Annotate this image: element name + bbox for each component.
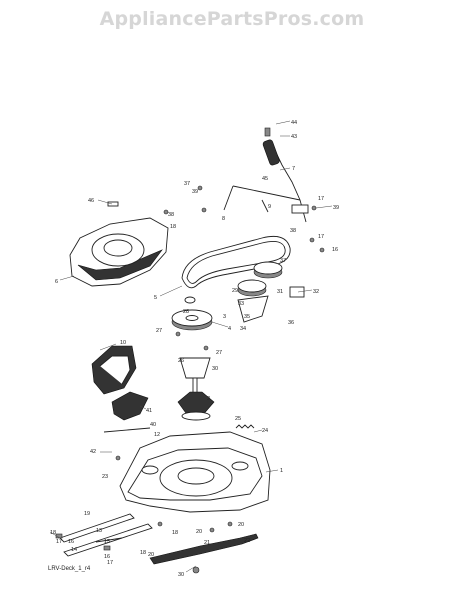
part-label-38-right: 38 (290, 228, 296, 234)
site-watermark: AppliancePartsPros.com (99, 8, 365, 30)
part-label-32: 32 (313, 289, 319, 295)
part-label-36: 36 (288, 320, 294, 326)
part-label-21: 21 (204, 540, 210, 546)
part-label-39-right: 39 (333, 205, 339, 211)
part-label-12: 12 (154, 432, 160, 438)
part-label-40: 40 (150, 422, 156, 428)
part-label-25: 25 (235, 416, 241, 422)
part-label-44: 44 (291, 120, 297, 126)
part-label-15: 15 (104, 539, 110, 545)
part-label-8: 8 (222, 216, 225, 222)
tension-spring (103, 424, 255, 433)
part-label-16-bottom: 16 (104, 554, 110, 560)
part-label-1: 1 (280, 468, 283, 474)
part-label-7: 7 (292, 166, 295, 172)
discharge-chute (91, 345, 149, 421)
idler-pulleys (237, 261, 305, 323)
part-label-17-left: 17 (56, 539, 62, 545)
part-label-31: 31 (277, 289, 283, 295)
part-label-37-right: 37 (280, 258, 286, 264)
leader-lines (49, 120, 333, 573)
part-label-43: 43 (291, 134, 297, 140)
part-label-17-right: 17 (318, 234, 324, 240)
part-label-18: 18 (170, 224, 176, 230)
part-label-9: 9 (268, 204, 271, 210)
part-label-28: 28 (183, 309, 189, 315)
part-label-6: 6 (55, 279, 58, 285)
part-label-24: 24 (262, 428, 268, 434)
mower-deck (119, 431, 271, 513)
part-label-33: 33 (238, 301, 244, 307)
part-number-labels: 44 43 7 37 39 45 46 38 8 18 9 17 39 38 1… (50, 120, 339, 578)
lift-handle-assembly (223, 127, 309, 223)
part-label-10: 10 (120, 340, 126, 346)
part-label-45: 45 (262, 176, 268, 182)
part-label-38: 38 (168, 212, 174, 218)
part-label-18-center: 18 (172, 530, 178, 536)
part-label-30: 30 (212, 366, 218, 372)
front-linkage (55, 513, 153, 557)
part-label-27-right: 27 (216, 350, 222, 356)
drive-belt (181, 235, 291, 289)
diagram-caption: LRV-Deck_1_r4 (48, 566, 91, 572)
part-label-41: 41 (146, 408, 152, 414)
part-label-14: 14 (71, 547, 77, 553)
part-label-4: 4 (228, 326, 231, 332)
part-label-20-right: 20 (238, 522, 244, 528)
part-label-42: 42 (90, 449, 96, 455)
part-label-39: 39 (192, 189, 198, 195)
part-label-27-left: 27 (156, 328, 162, 334)
part-label-5: 5 (154, 295, 157, 301)
part-label-26: 26 (178, 358, 184, 364)
part-label-13: 13 (96, 528, 102, 534)
part-label-18-left: 18 (50, 530, 56, 536)
part-label-46: 46 (88, 198, 94, 204)
center-pulley (171, 296, 213, 331)
part-label-2: 2 (207, 396, 210, 402)
spindle-assembly (177, 357, 215, 421)
part-label-22: 22 (244, 538, 250, 544)
part-label-17-bottom: 17 (107, 560, 113, 566)
part-label-16-left: 16 (68, 539, 74, 545)
part-label-29: 29 (232, 288, 238, 294)
part-label-20-blade: 20 (148, 552, 154, 558)
belt-cover (69, 201, 169, 287)
part-label-17: 17 (318, 196, 324, 202)
part-label-19: 19 (84, 511, 90, 517)
part-label-3: 3 (223, 314, 226, 320)
part-label-37: 37 (184, 181, 190, 187)
part-label-16: 16 (332, 247, 338, 253)
mower-blade (149, 533, 259, 565)
part-label-23: 23 (102, 474, 108, 480)
part-label-18-bottom: 18 (140, 550, 146, 556)
part-label-35: 35 (244, 314, 250, 320)
part-label-34: 34 (240, 326, 246, 332)
part-label-20-center: 20 (196, 529, 202, 535)
part-label-30-bottom: 30 (178, 572, 184, 578)
